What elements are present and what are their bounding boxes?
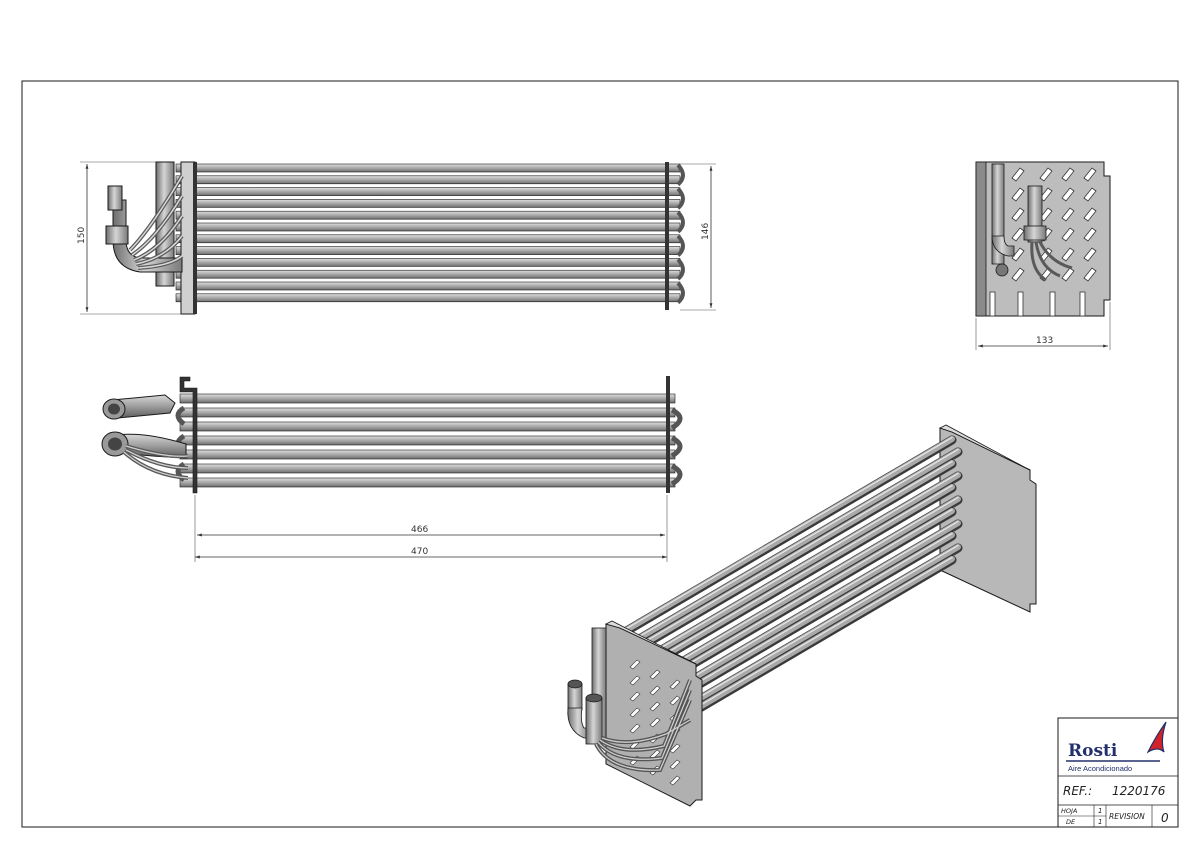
iso-fin-hole xyxy=(669,775,681,786)
ref-label: REF.: xyxy=(1063,784,1092,798)
iso-fin-hole xyxy=(649,717,661,728)
front-tube xyxy=(175,175,681,185)
top-tube xyxy=(179,407,676,418)
front-return-bend xyxy=(676,281,685,305)
front-tube xyxy=(175,187,681,196)
revision-label: REVISION xyxy=(1109,812,1145,821)
top-view: 466 470 xyxy=(101,376,683,562)
side-fin-hole xyxy=(1083,227,1097,242)
brand-tagline: Aire Acondicionado xyxy=(1068,764,1132,773)
front-tube xyxy=(175,258,681,267)
iso-fin-hole xyxy=(629,675,641,686)
iso-tube-highlight xyxy=(617,436,953,635)
side-fin-hole xyxy=(1083,267,1097,282)
dim-front-height-inner: 146 xyxy=(701,223,711,240)
front-tube xyxy=(175,234,681,244)
side-fin-hole xyxy=(1011,167,1025,182)
front-return-bend xyxy=(676,234,685,257)
iso-tube-body xyxy=(621,448,961,650)
dim-side-width: 133 xyxy=(1036,336,1053,346)
of-value: 1 xyxy=(1098,818,1102,826)
sheet-border xyxy=(21,80,1179,828)
brand-name: Rosti xyxy=(1068,741,1118,761)
dim-top-length-inner: 466 xyxy=(411,525,428,535)
top-tube xyxy=(179,477,676,488)
iso-fin-hole xyxy=(669,695,681,706)
side-fin-hole xyxy=(1061,247,1075,262)
iso-fin-hole xyxy=(669,759,681,770)
iso-fin-hole xyxy=(629,659,641,670)
rosti-logo: Rosti Aire Acondicionado xyxy=(1066,721,1167,773)
sheet-label: HOJA xyxy=(1061,807,1077,815)
iso-fin-hole xyxy=(669,743,681,754)
front-view: 150 146 xyxy=(77,161,716,315)
top-right-bend xyxy=(670,407,683,431)
front-tube xyxy=(175,222,681,232)
iso-fin-hole xyxy=(669,679,681,690)
sheet-value: 1 xyxy=(1098,807,1102,815)
iso-tube-body xyxy=(621,472,961,674)
iso-fin-hole xyxy=(629,691,641,702)
side-fin-hole xyxy=(1011,187,1025,202)
iso-tube-body xyxy=(615,460,955,662)
iso-fin-hole xyxy=(649,701,661,712)
top-tube xyxy=(179,449,676,460)
title-block: Rosti Aire Acondicionado REF.: 1220176 H… xyxy=(1057,717,1179,828)
dim-front-height-outer: 150 xyxy=(77,227,87,244)
front-tube xyxy=(175,163,681,173)
iso-fin-hole xyxy=(649,669,661,680)
side-fin-hole xyxy=(1011,247,1025,262)
top-right-bend xyxy=(670,435,683,459)
front-tube xyxy=(175,293,681,303)
isometric-view xyxy=(567,424,1037,807)
front-return-bend xyxy=(676,210,685,234)
side-fin-hole xyxy=(1011,267,1025,282)
top-tube xyxy=(179,435,676,446)
side-fin-hole xyxy=(1061,207,1075,222)
iso-tube-highlight xyxy=(623,448,959,647)
iso-fin-hole xyxy=(629,707,641,718)
front-tube xyxy=(175,199,681,208)
dim-top-length-outer: 470 xyxy=(411,547,428,557)
top-right-bend xyxy=(670,463,683,487)
front-tube xyxy=(175,269,681,279)
side-fin-hole xyxy=(1083,167,1097,182)
front-return-bend xyxy=(676,258,685,281)
front-tube xyxy=(175,246,681,255)
of-label: DE xyxy=(1066,818,1076,826)
side-view: 133 xyxy=(975,161,1111,350)
top-tube xyxy=(179,393,676,404)
iso-tube-body xyxy=(615,484,955,686)
front-return-bend xyxy=(676,163,685,187)
side-fin-hole xyxy=(1011,207,1025,222)
brand-swoosh-icon xyxy=(1146,721,1167,754)
top-tube xyxy=(179,463,676,474)
iso-tube-highlight xyxy=(617,484,953,683)
iso-fin-hole xyxy=(629,723,641,734)
iso-tube-highlight xyxy=(623,472,959,671)
ref-value: 1220176 xyxy=(1112,784,1166,798)
side-fin-hole xyxy=(1061,227,1075,242)
revision-value: 0 xyxy=(1161,811,1169,825)
iso-fin-hole xyxy=(649,685,661,696)
front-tube xyxy=(175,210,681,220)
front-return-bend xyxy=(676,187,685,210)
side-fin-hole xyxy=(1039,207,1053,222)
iso-tube-body xyxy=(615,436,955,638)
side-fin-hole xyxy=(1061,267,1075,282)
top-tube xyxy=(179,421,676,432)
top-left-bend xyxy=(175,405,186,426)
side-fin-hole xyxy=(1039,167,1053,182)
side-fin-hole xyxy=(1061,167,1075,182)
side-fin-hole xyxy=(1083,247,1097,262)
front-tube xyxy=(175,281,681,291)
side-fin-hole xyxy=(1039,187,1053,202)
side-fin-hole xyxy=(1083,187,1097,202)
iso-tube-highlight xyxy=(617,460,953,659)
side-fin-hole xyxy=(1061,187,1075,202)
side-fin-hole xyxy=(1083,207,1097,222)
